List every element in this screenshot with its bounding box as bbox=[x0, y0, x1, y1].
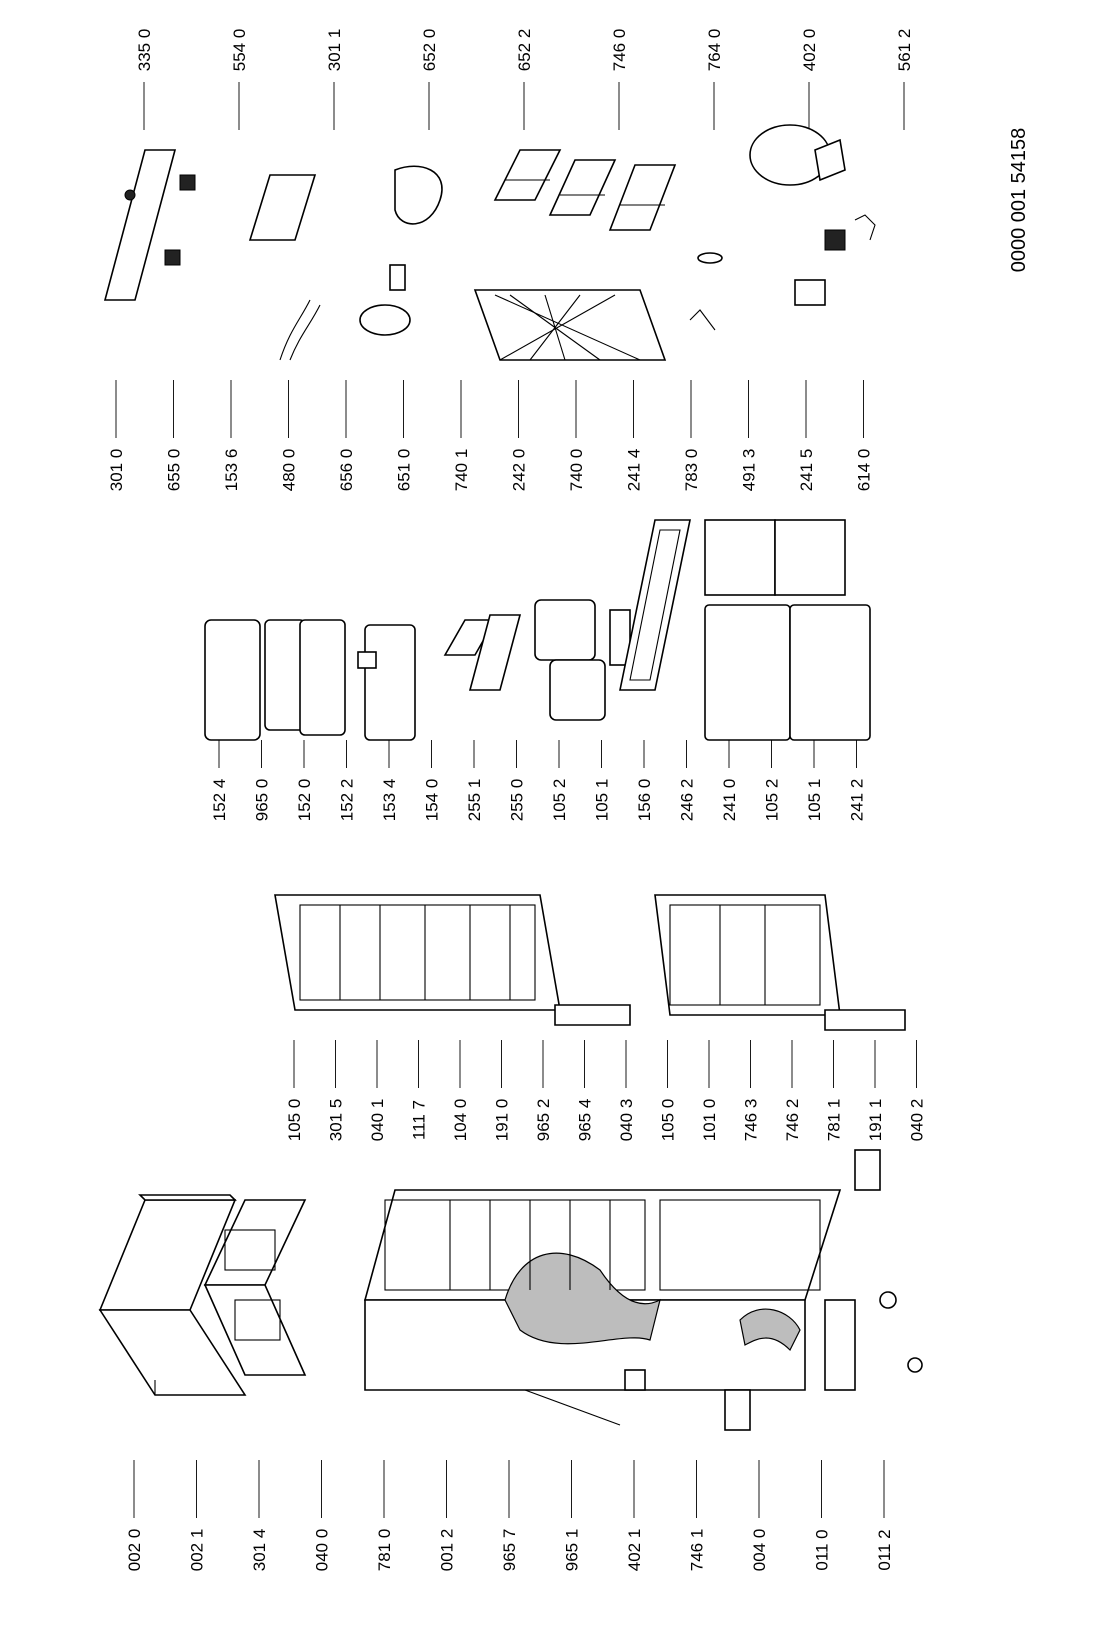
part-label: 965 0 bbox=[253, 779, 272, 822]
relay-parts-drawing bbox=[794, 214, 876, 306]
part-label: 105 2 bbox=[550, 779, 569, 822]
part-label: 152 4 bbox=[210, 779, 229, 822]
part-label: 241 0 bbox=[720, 779, 739, 822]
cabinet-drawing bbox=[363, 1189, 842, 1391]
part-label: 105 0 bbox=[659, 1099, 678, 1142]
part-label: 241 2 bbox=[848, 779, 867, 822]
part-label: 111 7 bbox=[410, 1100, 429, 1140]
part-label: 656 0 bbox=[337, 449, 356, 492]
document-number: 0000 001 54158 bbox=[1008, 128, 1030, 273]
part-label: 001 2 bbox=[438, 1529, 457, 1572]
part-label: 040 2 bbox=[908, 1099, 927, 1142]
part-label: 105 2 bbox=[763, 779, 782, 822]
pipe-drawing bbox=[689, 309, 716, 331]
wiring-drawing bbox=[279, 299, 321, 361]
part-label: 301 1 bbox=[325, 29, 344, 72]
part-label: 002 1 bbox=[188, 1529, 207, 1572]
panel-drawing bbox=[248, 174, 317, 241]
part-label: 480 0 bbox=[280, 449, 299, 492]
part-label: 965 1 bbox=[563, 1529, 582, 1572]
handle-bar-drawing bbox=[103, 149, 196, 301]
part-label: 153 4 bbox=[380, 779, 399, 822]
part-label: 101 0 bbox=[700, 1099, 719, 1142]
part-label: 191 0 bbox=[493, 1099, 512, 1142]
part-label: 783 0 bbox=[682, 449, 701, 492]
part-label: 655 0 bbox=[165, 449, 184, 492]
bins-drawing bbox=[534, 599, 631, 721]
part-label: 781 0 bbox=[375, 1529, 394, 1572]
part-label: 104 0 bbox=[451, 1099, 470, 1142]
part-label: 246 2 bbox=[678, 779, 697, 822]
part-label: 491 3 bbox=[740, 449, 759, 492]
part-label: 301 5 bbox=[327, 1099, 346, 1142]
part-label: 402 1 bbox=[625, 1529, 644, 1572]
part-label: 965 2 bbox=[534, 1099, 553, 1142]
glass-shelves-drawing bbox=[443, 614, 522, 691]
part-label: 011 0 bbox=[813, 1529, 832, 1570]
part-label: 040 1 bbox=[368, 1099, 387, 1142]
part-label: 154 0 bbox=[423, 779, 442, 822]
wire-shelves-drawing bbox=[493, 149, 677, 231]
lamp-parts-drawing bbox=[359, 165, 443, 336]
part-label: 011 2 bbox=[875, 1529, 894, 1570]
door-shelves-drawing bbox=[204, 619, 416, 741]
part-label: 740 0 bbox=[567, 449, 586, 492]
part-label: 652 2 bbox=[515, 29, 534, 72]
crisper-drawers-drawing bbox=[704, 519, 871, 741]
part-label: 040 0 bbox=[313, 1529, 332, 1572]
part-label: 241 4 bbox=[625, 449, 644, 492]
top-cover-drawing bbox=[98, 1194, 247, 1396]
shelf-frame-drawing bbox=[619, 519, 691, 691]
part-label: 105 1 bbox=[805, 779, 824, 822]
part-label: 191 1 bbox=[866, 1099, 885, 1142]
part-label: 740 1 bbox=[452, 449, 471, 492]
part-label: 255 1 bbox=[465, 779, 484, 822]
part-label: 781 1 bbox=[825, 1099, 844, 1142]
part-label: 746 0 bbox=[610, 29, 629, 72]
gasket-ring-drawing bbox=[697, 252, 723, 264]
part-label: 614 0 bbox=[855, 449, 874, 492]
part-label: 301 4 bbox=[250, 1529, 269, 1572]
top-frame-drawing bbox=[203, 1199, 307, 1376]
part-label: 153 6 bbox=[222, 449, 241, 492]
part-label: 152 0 bbox=[295, 779, 314, 822]
parts-drawing bbox=[98, 124, 923, 1431]
part-label: 004 0 bbox=[750, 1529, 769, 1572]
part-label: 554 0 bbox=[230, 29, 249, 72]
part-label: 255 0 bbox=[508, 779, 527, 822]
part-label: 651 0 bbox=[395, 449, 414, 492]
part-label: 156 0 bbox=[635, 779, 654, 822]
freezer-door-drawing bbox=[274, 894, 631, 1026]
part-label: 746 2 bbox=[783, 1099, 802, 1142]
part-label: 040 3 bbox=[617, 1099, 636, 1142]
part-label: 105 1 bbox=[593, 779, 612, 822]
part-label: 746 1 bbox=[688, 1529, 707, 1572]
part-label: 301 0 bbox=[107, 449, 126, 492]
part-label: 002 0 bbox=[125, 1529, 144, 1572]
part-label: 965 7 bbox=[500, 1529, 519, 1572]
part-label: 764 0 bbox=[705, 29, 724, 72]
part-label: 105 0 bbox=[285, 1099, 304, 1142]
compressor-drawing bbox=[749, 124, 846, 186]
part-label: 402 0 bbox=[800, 29, 819, 72]
part-label: 561 2 bbox=[895, 29, 914, 72]
hinges-feet-drawing bbox=[524, 1149, 923, 1431]
part-label: 241 5 bbox=[797, 449, 816, 492]
part-label: 242 0 bbox=[510, 449, 529, 492]
part-label: 335 0 bbox=[135, 29, 154, 72]
part-number-labels: 002 0 002 1 301 4 040 0 781 0 001 2 965 7 965 1… bbox=[107, 29, 927, 1572]
part-label: 965 4 bbox=[576, 1099, 595, 1142]
fridge-door-drawing bbox=[654, 894, 906, 1031]
part-label: 152 2 bbox=[338, 779, 357, 822]
condenser-grid-drawing bbox=[473, 289, 667, 361]
part-label: 746 3 bbox=[742, 1099, 761, 1142]
part-label: 652 0 bbox=[420, 29, 439, 72]
